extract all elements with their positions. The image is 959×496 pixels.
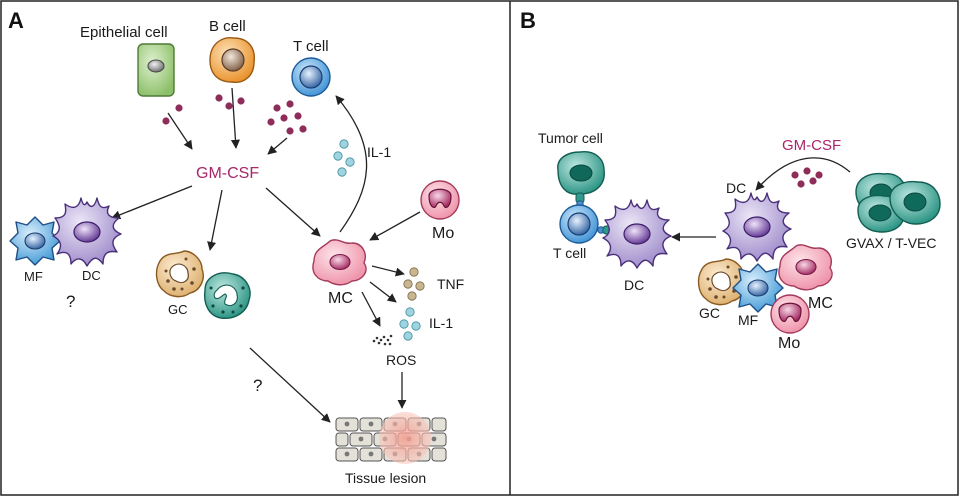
gc-teal-cell [203, 272, 251, 320]
b-mo-cell [770, 294, 810, 334]
b-mf-label: MF [738, 312, 758, 328]
mc-label: MC [328, 290, 353, 307]
ros-dots [372, 334, 393, 346]
dc-label: DC [82, 268, 101, 283]
b-t-cell-label: T cell [553, 245, 586, 261]
il1-top-dots [333, 139, 355, 177]
b-dc-top [722, 192, 792, 262]
epithelial-cell-label: Epithelial cell [80, 24, 168, 41]
tumor-cell-label: Tumor cell [538, 130, 603, 146]
tumor-cell [557, 151, 605, 195]
b-cell-label: B cell [209, 18, 246, 35]
b-dc-left-label: DC [624, 277, 644, 293]
b-mc-label: MC [808, 295, 833, 312]
t-cell-label: T cell [293, 38, 329, 55]
b-dc-top-label: DC [726, 180, 746, 196]
b-mo-label: Mo [778, 335, 800, 352]
panel-a: A Epithelial cell B cell T cell GM-CSF [8, 8, 464, 486]
question-mark-1: ? [66, 292, 75, 311]
epithelial-cell [137, 43, 175, 97]
vaccine-label: GVAX / T-VEC [846, 235, 937, 251]
question-mark-2: ? [253, 376, 262, 395]
b-cell [209, 37, 255, 83]
b-t-cell [559, 204, 599, 244]
gc-cell [155, 250, 204, 298]
b-gc-label: GC [699, 305, 720, 321]
tnf-dots [403, 267, 425, 301]
panel-b: B Tumor cell T cell DC DC GC MF MC Mo [520, 8, 941, 352]
gc-label: GC [168, 302, 188, 317]
tissue-lesion-label: Tissue lesion [345, 470, 426, 486]
tnf-label: TNF [437, 276, 464, 292]
mo-label: Mo [432, 225, 454, 242]
b-dc-left [602, 199, 672, 269]
b-gm-csf-granules [791, 167, 823, 188]
vaccine-cells [855, 172, 941, 233]
panel-a-letter: A [8, 8, 24, 33]
b-gm-csf-label: GM-CSF [782, 137, 841, 154]
il1-label: IL-1 [429, 315, 453, 331]
t-cell [291, 57, 331, 97]
mf-cell [9, 216, 61, 266]
mc-cell [312, 239, 367, 286]
mo-cell [420, 180, 460, 220]
mf-label: MF [24, 269, 43, 284]
dc-cell [52, 197, 122, 267]
il1-dots [399, 307, 421, 341]
b-mc-cell [778, 244, 833, 291]
panel-b-letter: B [520, 8, 536, 33]
tissue-lesion [335, 412, 447, 464]
gm-csf-label: GM-CSF [196, 165, 259, 182]
il1-top-label: IL-1 [367, 144, 391, 160]
ros-label: ROS [386, 352, 416, 368]
